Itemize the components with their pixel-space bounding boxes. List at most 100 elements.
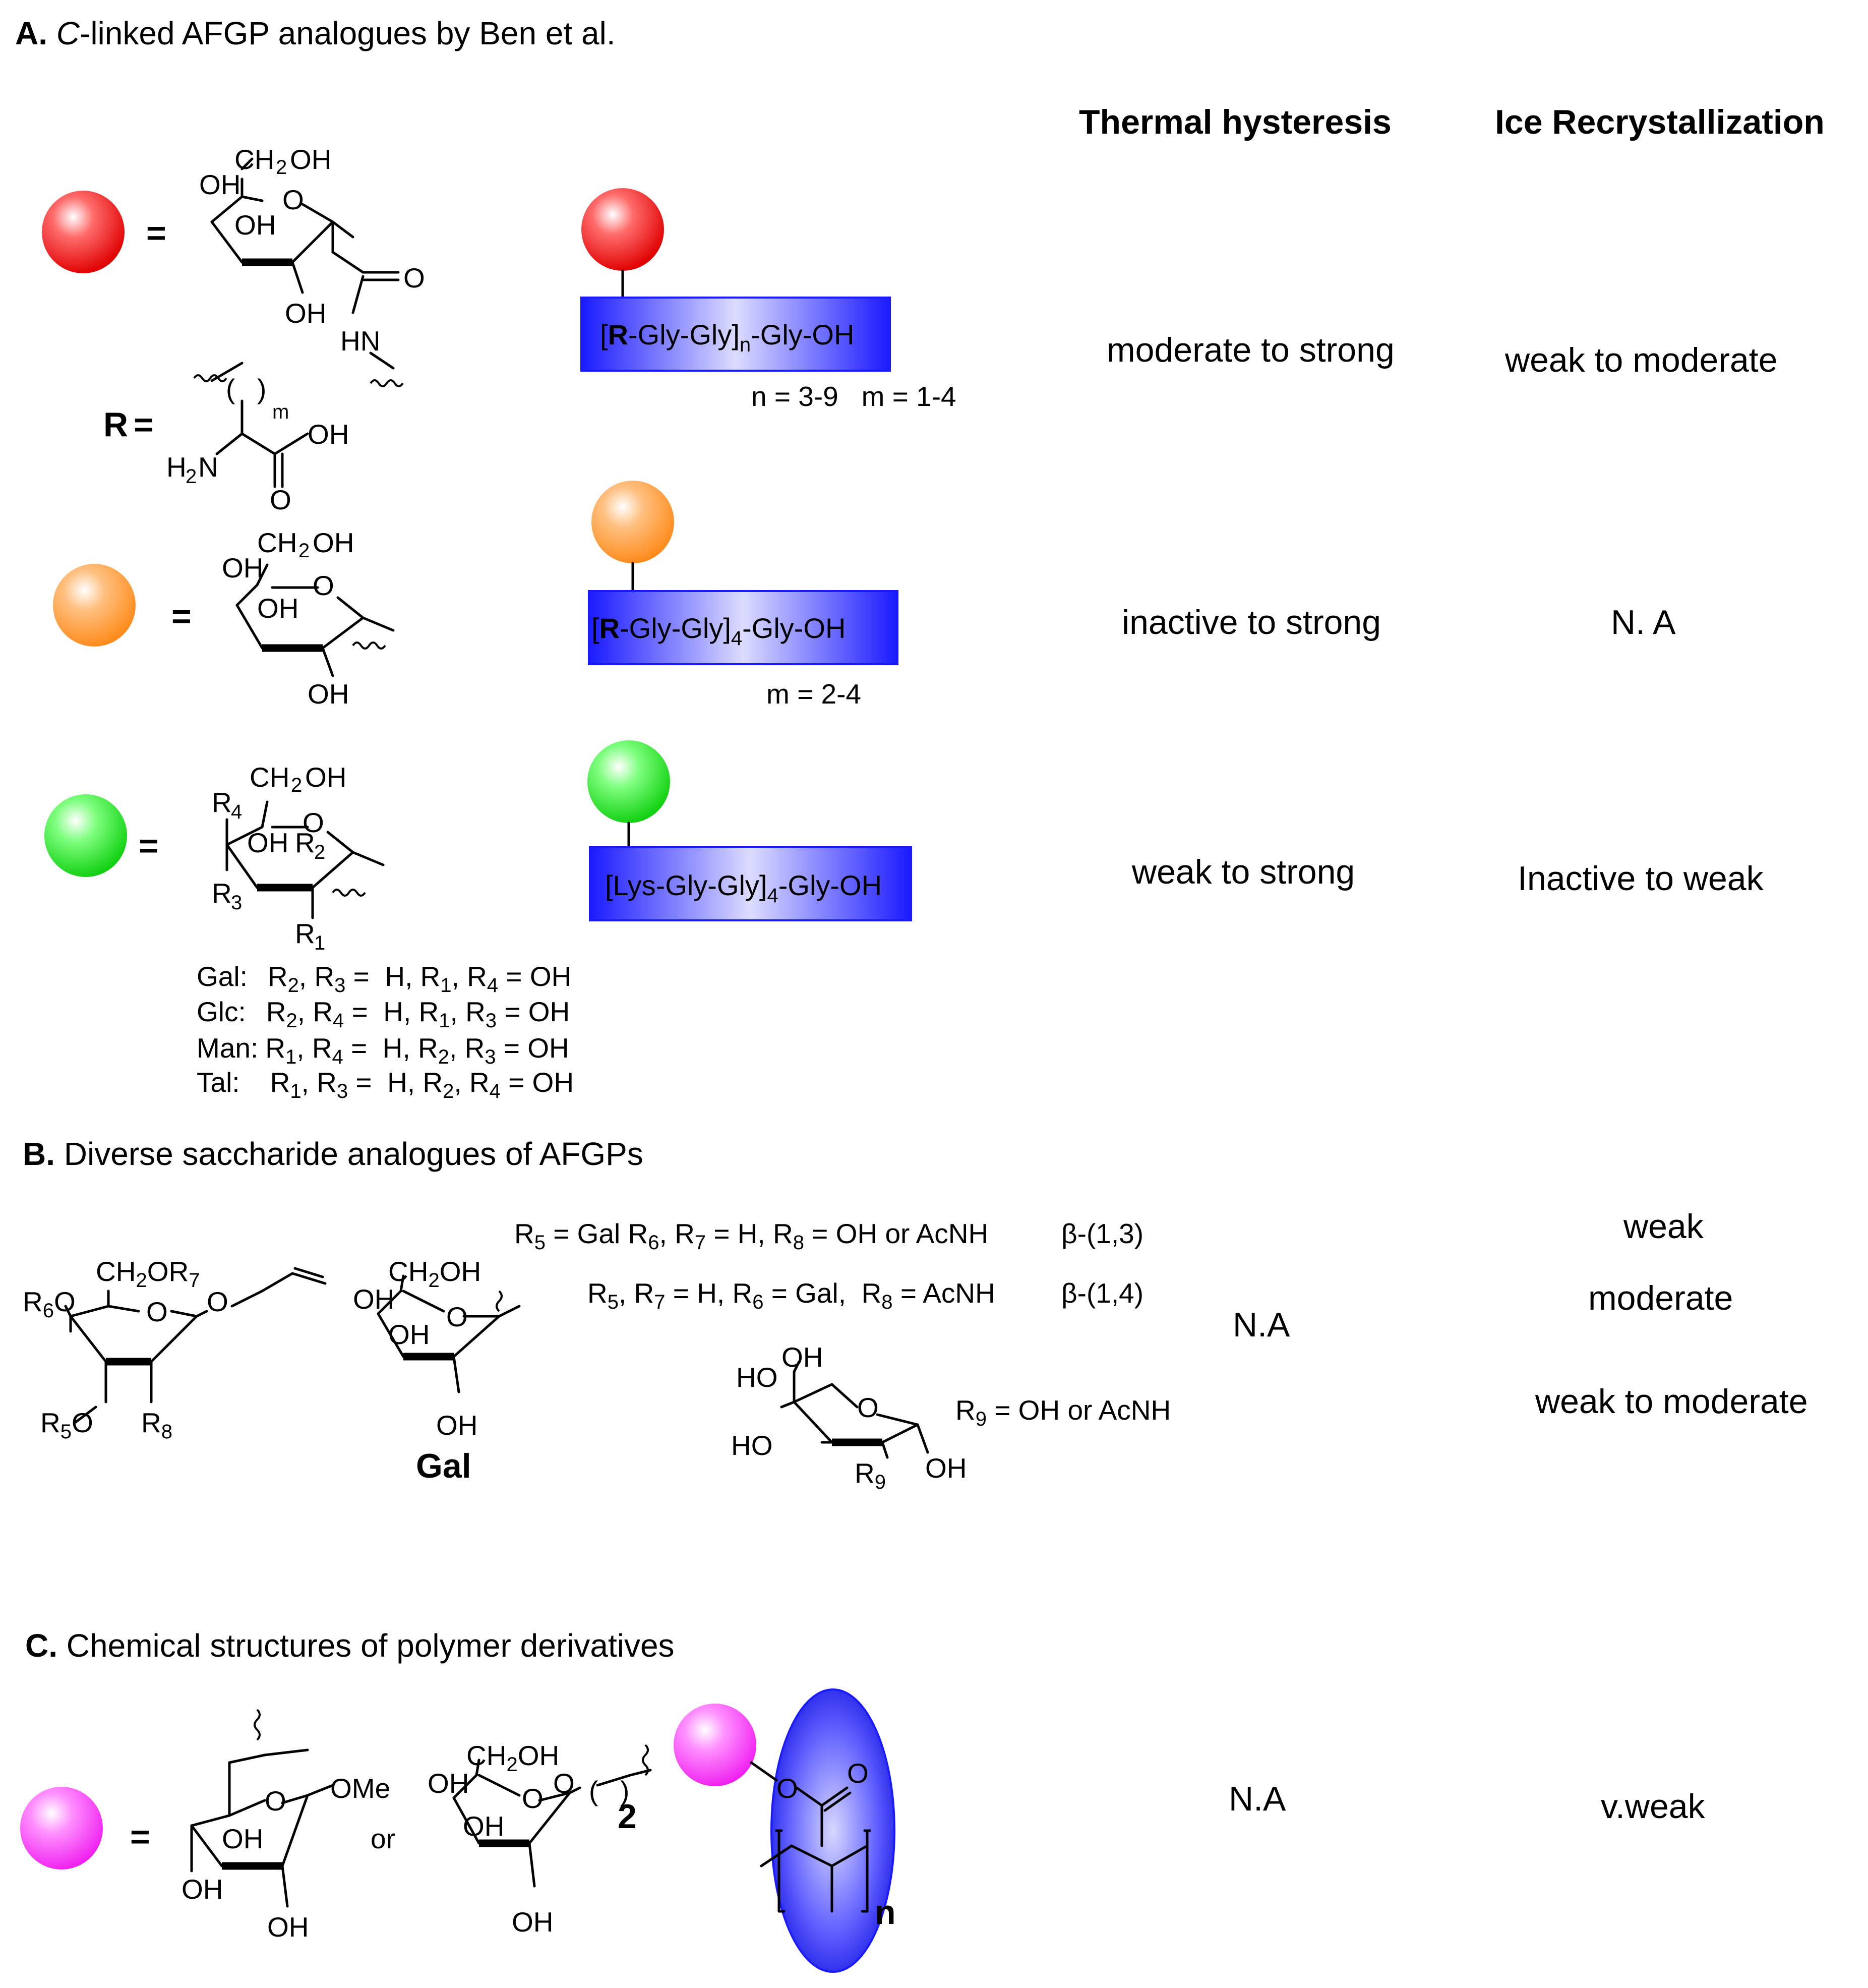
svg-text:4: 4: [231, 801, 242, 823]
b-ice-weak: weak: [1623, 1207, 1704, 1246]
svg-text:R: R: [212, 878, 232, 909]
orange-sphere-peptide: [591, 481, 674, 563]
svg-text:2: 2: [298, 540, 310, 562]
magenta-sphere: [20, 1787, 103, 1869]
b-ice-moderate: moderate: [1588, 1279, 1733, 1317]
svg-text:HN: HN: [340, 325, 380, 357]
svg-text:O: O: [282, 184, 304, 215]
b-glc-structure: HO OH O HO R9 OH: [731, 1341, 967, 1493]
svg-text:O: O: [857, 1392, 879, 1423]
svg-text:OMe: OMe: [330, 1773, 390, 1804]
svg-text:2: 2: [186, 465, 197, 488]
orange-peptide-label: [R-Gly-Gly]4-Gly-OH: [591, 612, 846, 650]
svg-text:O: O: [270, 484, 291, 515]
c-thermal-hysteresis: N.A: [1229, 1780, 1286, 1818]
svg-text:2: 2: [276, 156, 287, 179]
svg-text:OH: OH: [222, 1823, 264, 1854]
b-line-1: R5 = Gal R6, R7 = H, R8 = OH or AcNH: [514, 1218, 988, 1254]
svg-text:O: O: [146, 1296, 168, 1327]
svg-text:): ): [620, 1775, 629, 1806]
svg-text:CH2OH: CH2OH: [466, 1740, 559, 1776]
red-peptide-label: [R-Gly-Gly]n-Gly-OH: [600, 319, 854, 356]
svg-text:=: =: [130, 1818, 150, 1856]
c-methyl-glycoside-structure: OMe O OH OH OH: [182, 1709, 390, 1943]
svg-text:R: R: [212, 787, 232, 818]
green-sphere: [44, 794, 127, 877]
svg-text:O: O: [265, 1785, 286, 1817]
svg-text:CH2OR7: CH2OR7: [96, 1256, 200, 1292]
svg-text:OH: OH: [436, 1410, 478, 1441]
c-or-label: or: [371, 1823, 395, 1854]
svg-text:m: m: [272, 401, 289, 423]
svg-text:H: H: [166, 451, 187, 483]
b-link-2: β-(1,4): [1061, 1277, 1143, 1309]
svg-text:OH: OH: [313, 527, 354, 558]
svg-text:=: =: [139, 827, 159, 865]
svg-text:OH: OH: [247, 827, 289, 858]
svg-text:OH: OH: [353, 1283, 395, 1315]
svg-text:R: R: [295, 827, 315, 858]
red-sphere: [42, 191, 125, 273]
svg-text:3: 3: [231, 892, 242, 914]
polymer-ellipse: [770, 1688, 895, 1973]
svg-text:O: O: [403, 262, 425, 294]
svg-text:CH: CH: [257, 527, 297, 558]
section-b-title: B. Diverse saccharide analogues of AFGPs: [23, 1136, 643, 1172]
svg-text:OH: OH: [290, 144, 332, 175]
svg-text:(: (: [226, 373, 235, 404]
orange-ice-recrystallization: N. A: [1611, 603, 1676, 641]
b-allyl-galactoside-structure: R6O CH2OR7 O O R5O R8: [23, 1256, 327, 1443]
svg-text:OH: OH: [428, 1768, 469, 1799]
svg-text:(: (: [589, 1775, 598, 1806]
variant-glc: Glc:R2, R4 = H, R1, R3 = OH: [197, 996, 570, 1032]
svg-text:OH: OH: [234, 209, 276, 241]
svg-text:O: O: [446, 1301, 468, 1332]
svg-text:OH: OH: [222, 552, 264, 583]
row-red: = CH 2 OH OH O OH OH O HN: [42, 144, 1778, 515]
green-hexose-structure: CH 2 OH R 4 O OH R 2 R 3 R 1: [212, 762, 385, 954]
svg-text:=: =: [134, 405, 154, 444]
svg-text:O: O: [313, 570, 334, 601]
svg-text:1: 1: [314, 932, 325, 954]
orange-peptide-box: [588, 590, 898, 665]
green-thermal-hysteresis: weak to strong: [1131, 853, 1355, 891]
section-a-title: A. C-linked AFGP analogues by Ben et al.: [15, 15, 616, 51]
svg-text:n: n: [875, 1893, 896, 1932]
svg-text:R8: R8: [141, 1407, 172, 1443]
svg-text:R5O: R5O: [40, 1407, 93, 1443]
gal-label: Gal: [416, 1447, 471, 1485]
b-line-2: R5, R7 = H, R6 = Gal, R8 = AcNH: [587, 1277, 995, 1313]
svg-text:OH: OH: [308, 419, 349, 450]
svg-text:2: 2: [618, 1797, 637, 1836]
svg-text:O: O: [303, 807, 324, 838]
svg-text:R: R: [103, 405, 128, 444]
svg-text:OH: OH: [267, 1911, 309, 1943]
svg-text:OH: OH: [388, 1319, 430, 1350]
green-ice-recrystallization: Inactive to weak: [1518, 859, 1764, 898]
svg-text:OH: OH: [257, 593, 299, 624]
svg-text:OH: OH: [925, 1452, 967, 1484]
orange-sphere: [53, 564, 136, 647]
b-ice-weak-to-moderate: weak to moderate: [1535, 1382, 1808, 1421]
svg-text:CH: CH: [250, 762, 289, 793]
svg-text:O: O: [776, 1773, 798, 1804]
thermal-hysteresis-header: Thermal hysteresis: [1079, 103, 1392, 141]
magenta-sphere-polymer: [674, 1704, 756, 1786]
svg-text:OH: OH: [199, 169, 241, 200]
green-variants-list: Gal:R2, R3 = H, R1, R4 = OH Glc:R2, R4 =…: [197, 961, 574, 1102]
svg-text:OH: OH: [463, 1810, 505, 1842]
orange-thermal-hysteresis: inactive to strong: [1122, 603, 1381, 641]
svg-text:HO: HO: [736, 1362, 778, 1393]
svg-text:O: O: [847, 1758, 869, 1789]
svg-text:OH: OH: [285, 298, 327, 329]
orange-galactose-structure: CH 2 OH OH O OH OH: [222, 527, 395, 710]
svg-text:CH2OH: CH2OH: [388, 1256, 481, 1292]
svg-text:OH: OH: [512, 1906, 554, 1938]
variant-tal: Tal:R1, R3 = H, R2, R4 = OH: [197, 1067, 574, 1102]
svg-text:R6O: R6O: [23, 1286, 76, 1322]
svg-text:R9: R9: [855, 1457, 886, 1493]
variant-man: Man:R1, R4 = H, R2, R3 = OH: [197, 1032, 569, 1068]
svg-text:=: =: [171, 597, 192, 635]
svg-text:2: 2: [291, 774, 302, 796]
